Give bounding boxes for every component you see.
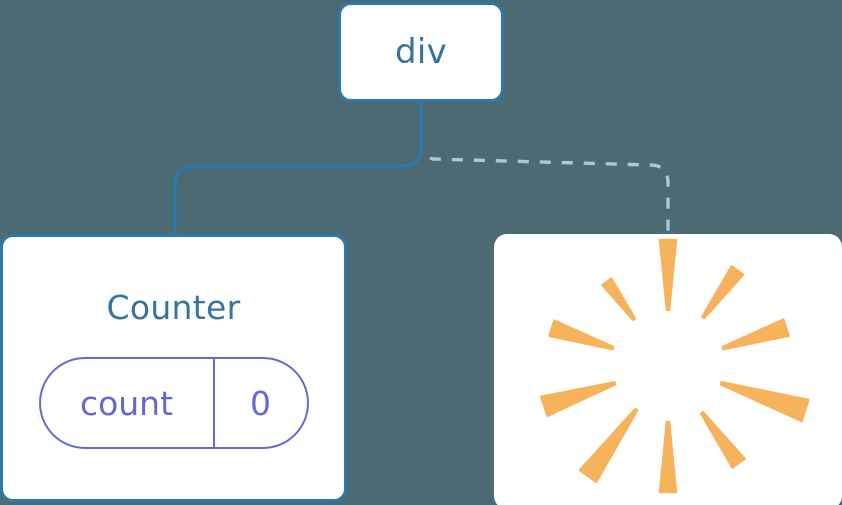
node-counter-title: Counter	[106, 288, 241, 327]
state-value-label: 0	[250, 383, 271, 423]
burst-ray-9	[548, 319, 615, 351]
node-counter[interactable]: Counter count 0	[0, 234, 347, 502]
node-div[interactable]: div	[338, 2, 504, 102]
burst-ray-6	[658, 420, 678, 494]
burst-ray-1	[658, 238, 678, 312]
edge-div-to-counter	[173, 100, 423, 238]
edge-div-to-burst	[429, 156, 670, 236]
node-burst[interactable]	[494, 234, 842, 505]
sparkle-burst-icon	[540, 238, 810, 494]
burst-ray-8	[540, 381, 617, 417]
node-div-title: div	[394, 32, 448, 72]
burst-ray-4	[719, 381, 810, 423]
burst-ray-5	[699, 411, 746, 469]
state-pill-divider	[212, 359, 215, 447]
burst-ray-10	[601, 277, 637, 321]
burst-ray-3	[721, 318, 790, 351]
burst-ray-2	[701, 265, 745, 320]
burst-ray-7	[578, 407, 639, 484]
state-pill-count[interactable]: count 0	[38, 357, 309, 449]
state-key-label: count	[79, 383, 174, 423]
